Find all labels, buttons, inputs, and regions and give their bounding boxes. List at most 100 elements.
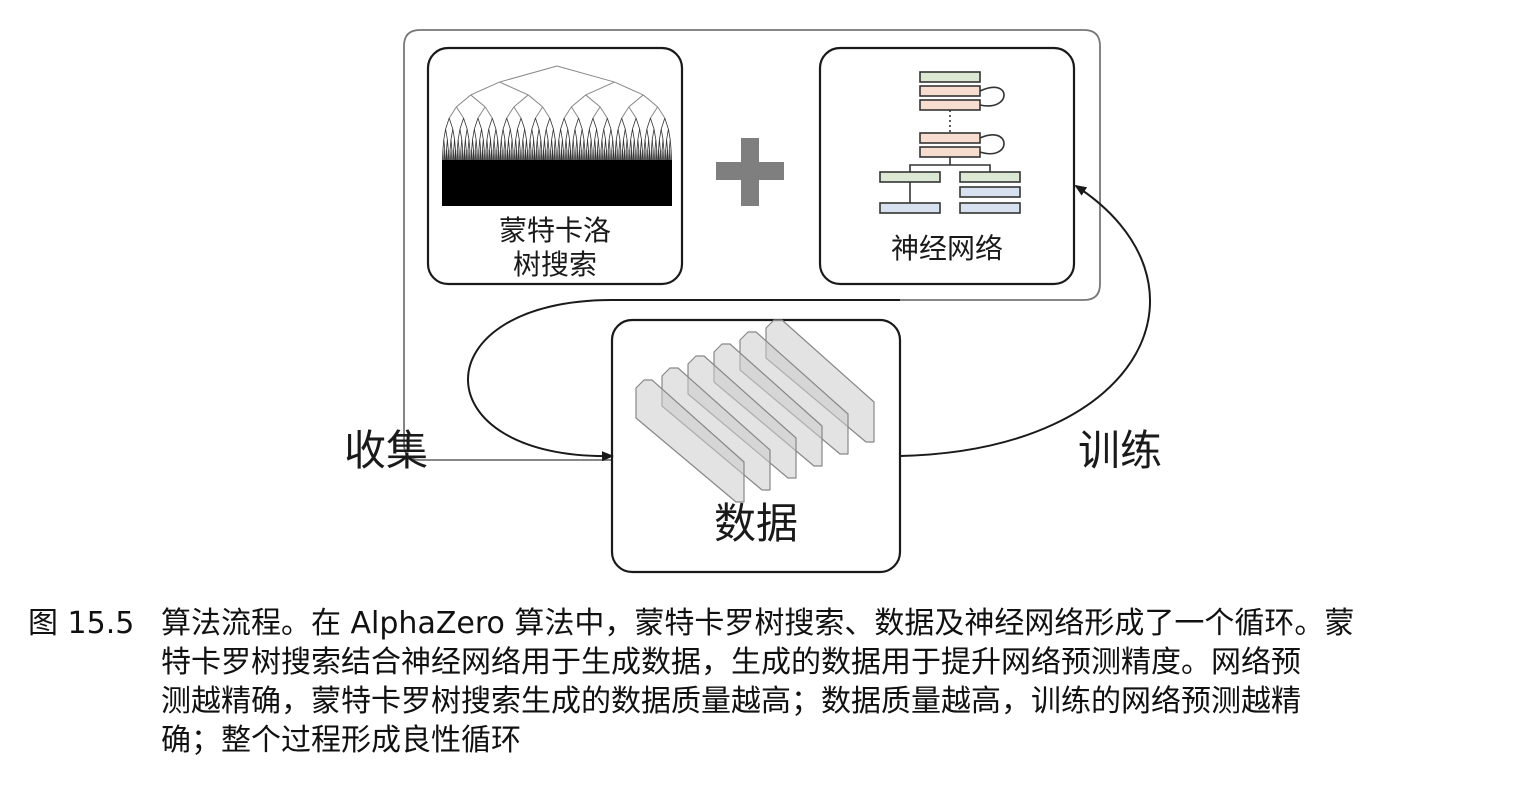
tree-branch [650,118,655,130]
tree-branch [655,139,658,150]
tree-branch [626,139,629,150]
tree-branch [445,118,450,130]
tree-branch [531,128,535,140]
data-sheet [635,379,745,503]
tree-branch [588,118,594,130]
tree-branch [457,128,461,140]
tree-branch [666,128,669,140]
outer-frame [403,29,1101,461]
tree-branch [569,139,571,150]
data-label: 数据 [713,499,798,548]
tree-branch [621,118,626,130]
tree-branch [648,139,650,150]
tree-branch [571,94,587,108]
tree-branch [614,81,644,96]
tree-branch [472,139,474,150]
tree-branch [495,128,499,140]
tree-branch [637,128,641,140]
data-stack-icon [635,319,875,503]
tree-branch [642,94,658,108]
tree-branch [560,128,563,140]
tree-branch [572,139,575,150]
tree-branch [502,118,508,130]
network-layers-icon [879,71,1021,214]
tree-branch [536,128,540,140]
tree-branch [560,118,565,130]
tree-branch [646,128,650,140]
tree-branch [650,106,659,119]
tree-branch [601,128,605,140]
tree-branch [477,106,486,119]
tree-branch [500,128,504,140]
tree-branch [459,128,463,140]
tree-branch [563,106,572,119]
tree-branch [529,139,532,150]
tree-branch [599,106,608,119]
tree-branch [473,118,479,130]
tree-branch [594,139,597,150]
tree-branch [524,128,527,140]
tree-branch [535,118,540,130]
tree-branch [587,139,589,150]
tree-branch [632,118,637,130]
tree-branch [518,139,521,150]
tree-branch [544,139,546,150]
tree-branch [535,106,544,119]
tree-branch [558,128,561,140]
tree-branch [624,128,628,140]
tree-branch [578,118,583,130]
tree-branch [623,139,625,150]
tree-branch [623,128,626,140]
data-sheet [765,319,875,443]
tree-branch [637,139,640,150]
tree-branch [605,139,607,150]
tree-branch [454,139,456,150]
tree-branch [660,118,666,130]
tree-branch [660,128,664,140]
tree-branch [664,118,669,130]
tree-branch [547,139,550,150]
tree-branch [513,106,522,119]
tree-branch [522,128,526,140]
tree-branch [641,139,643,150]
caption-line: 测越精确，蒙特卡罗树搜索生成的数据质量越高；数据质量越高，训练的网络预测越精 [161,684,1301,719]
tree-branch [466,128,470,140]
tree-branch [565,139,568,150]
tree-branch [497,139,500,150]
tree-branch [531,118,536,130]
tree-branch [493,128,497,140]
tree-branch [630,139,632,150]
tree-branch [464,128,468,140]
tree-branch [459,118,464,130]
collect-arrow [467,299,900,462]
tree-branch [448,106,457,119]
tree-branch [468,139,471,150]
tree-branch [443,139,446,150]
tree-branch [644,139,647,150]
mcts-label-line2: 树搜索 [512,248,597,281]
tree-branch [544,128,547,140]
tree-branch [538,128,542,140]
tree-branch [608,139,611,150]
tree-branch [448,118,454,130]
tree-branch [628,94,644,108]
tree-branch [479,128,482,140]
tree-branch [536,139,539,150]
tree-branch [606,118,612,130]
tree-branch [585,94,601,108]
tree-branch [446,139,449,150]
tree-branch [585,81,615,96]
tree-branch [651,139,654,150]
plus-icon [716,138,784,206]
figure-number: 图 15.5 [28,606,135,641]
data-sheet [687,355,797,479]
tree-branch [567,128,570,140]
tree-branch [657,106,666,119]
tree-branch [615,139,618,150]
tree-branch [500,139,503,150]
tree-branch [556,65,615,83]
data-sheet [739,331,849,455]
tree-branch [452,128,455,140]
train-label: 训练 [1078,426,1163,475]
tree-branch [561,139,564,150]
